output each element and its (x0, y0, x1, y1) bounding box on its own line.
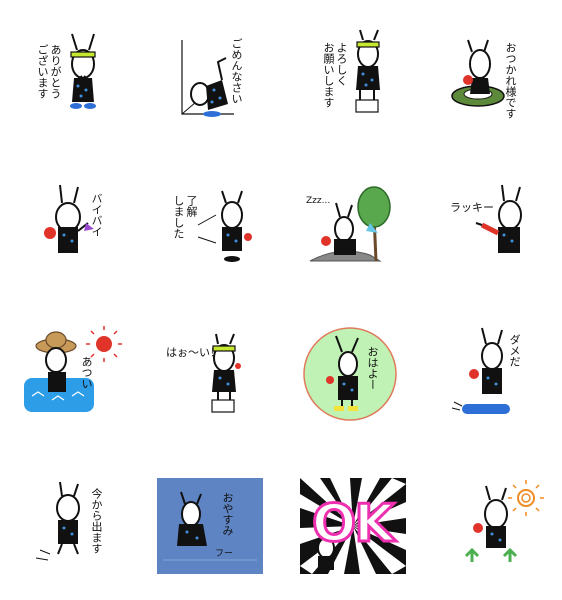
sticker-ryoukai-text: 了解 しました (172, 195, 198, 239)
sticker-zzz[interactable]: Zzz... (300, 175, 426, 301)
sticker-oyasumi-sub: フー (215, 549, 234, 559)
sticker-atsui[interactable]: あつい (20, 320, 146, 446)
sticker-arigatou[interactable]: ありがとう ございます (20, 30, 146, 156)
sticker-imakara-text: 今から出ます (90, 488, 103, 554)
sticker-baibai[interactable]: バイバイ (20, 175, 146, 301)
sticker-ohayo-text: おはよー (366, 346, 379, 390)
sticker-lucky-text: ラッキー (450, 201, 494, 214)
sticker-baibai-text: バイバイ (90, 193, 103, 237)
atsui-figure (24, 326, 122, 412)
imakara-figure (35, 481, 80, 561)
ok-burst (300, 478, 406, 574)
sticker-dame[interactable]: ダメだ (440, 320, 562, 446)
lucky-figure (475, 184, 522, 253)
otsukare-figure (451, 39, 505, 107)
sticker-ohayo[interactable]: おはよー (300, 320, 426, 446)
yoroshiku-figure (355, 29, 380, 113)
sticker-hao[interactable]: はぉ～い！ (160, 320, 286, 446)
sticker-ok-text: OK (311, 494, 396, 554)
sticker-otsukare-text: おつかれ様です (504, 42, 517, 119)
sticker-oyasumi-text: おやすみ (221, 492, 234, 536)
sticker-yoroshiku[interactable]: よろしく お願いします (300, 29, 426, 156)
sticker-ok[interactable]: OK (300, 478, 406, 574)
arigatou-figure (70, 33, 96, 109)
sticker-otsukare[interactable]: おつかれ様です (440, 30, 562, 156)
sticker-imakara[interactable]: 今から出ます (20, 470, 146, 596)
sticker-yoroshiku-text: よろしく お願いします (322, 42, 348, 108)
sun-figure (464, 480, 544, 562)
sticker-lucky[interactable]: ラッキー (440, 175, 562, 301)
sticker-gomennasai-text: ごめんなさい (230, 38, 243, 104)
sticker-oyasumi[interactable]: おやすみ フー (157, 478, 263, 574)
ryoukai-figure (197, 190, 252, 262)
sticker-gomennasai[interactable]: ごめんなさい (160, 30, 286, 156)
zzz-figure (309, 186, 391, 262)
sticker-arigatou-text: ありがとう ございます (36, 44, 62, 99)
dame-figure (451, 327, 510, 414)
sticker-hao-text: はぉ～い！ (166, 346, 221, 359)
oyasumi-figure (157, 478, 263, 574)
ohayo-figure (303, 327, 397, 421)
sticker-zzz-text: Zzz... (306, 196, 331, 206)
sticker-ryoukai[interactable]: 了解 しました (160, 175, 286, 301)
hao-figure (211, 333, 241, 413)
baibai-figure (44, 184, 94, 253)
sticker-dame-text: ダメだ (508, 334, 521, 367)
sticker-atsui-text: あつい (80, 356, 93, 389)
gomennasai-figure (181, 40, 234, 117)
sticker-sun[interactable] (440, 470, 562, 596)
